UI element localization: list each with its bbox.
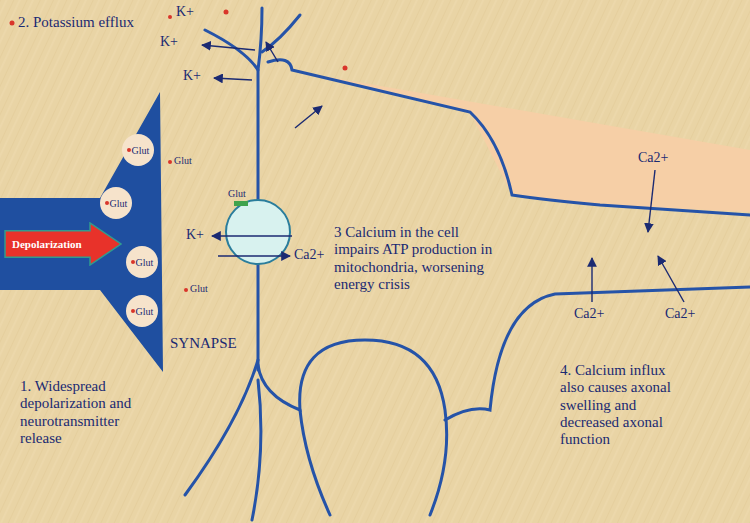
red-dots [10,10,348,293]
ion-arrows [202,42,684,302]
ion-label: Ca2+ [638,150,668,166]
vesicle-label: Glut [132,145,150,156]
arrow-outline [5,223,121,265]
bullet-dot [131,309,135,313]
presynaptic-terminal [0,92,163,372]
vesicle-label: Glut [136,257,154,268]
bullet-dot [131,260,135,264]
ion-label: Ca2+ [574,306,604,322]
ion-label: K+ [176,4,194,20]
ion-label: K+ [183,68,201,84]
ion-label: K+ [160,34,178,50]
glutamate-label: Glut [174,155,192,167]
vesicle-label: Glut [136,306,154,317]
arrow-label: Depolarization [12,238,82,250]
note: 3 Calcium in the cell impairs ATP produc… [334,224,499,293]
region-label: SYNAPSE [170,335,237,352]
glutamate-label: Glut [190,283,208,295]
vesicle: Glut [126,295,158,327]
ion-label: K+ [186,227,204,243]
note: 2. Potassium efflux [18,14,138,31]
ion-label: Ca2+ [665,306,695,322]
vesicle: Glut [100,187,132,219]
bullet-dot [127,148,131,152]
neuron-outline [185,8,750,520]
depolarization-arrow: Depolarization [4,222,122,266]
glutamate-receptor [234,201,248,206]
vesicle-label: Glut [110,198,128,209]
dendrite-fill [300,72,750,212]
note: 1. Widespread depolarization and neurotr… [20,378,150,447]
receptor-label: Glut [228,188,246,200]
bullet-dot [105,201,109,205]
vesicle: Glut [122,134,154,166]
ion-label: Ca2+ [294,247,324,263]
note: 4. Calcium influx also causes axonal swe… [560,362,690,448]
vesicle: Glut [126,246,158,278]
ion-channel [226,200,290,264]
